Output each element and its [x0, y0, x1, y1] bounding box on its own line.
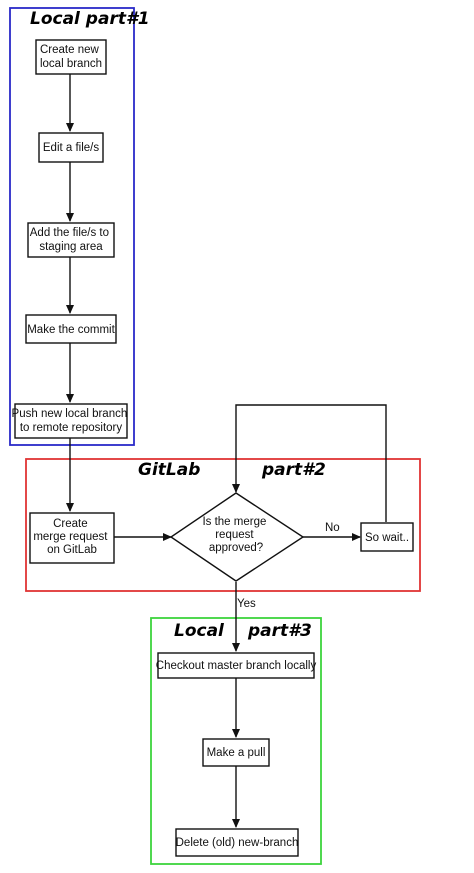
node-push-label: Push new local branch to remote reposito… [12, 408, 131, 434]
part3-title: part#3 [247, 621, 312, 641]
edges [66, 74, 387, 828]
part2-title: part#2 [261, 460, 326, 480]
local-part1-title: Local part#1 [30, 9, 150, 29]
node-delete-label: Delete (old) new-branch [176, 837, 299, 849]
node-pull: Make a pull [202, 738, 270, 767]
node-commit: Make the commit [25, 314, 117, 344]
yes-edge-label: Yes [237, 598, 256, 610]
node-add-staging-label: Add the file/s to staging area [30, 227, 112, 253]
node-create-branch: Create new local branch [35, 39, 107, 75]
node-merge-request-label: Create merge request on GitLab [33, 518, 110, 556]
node-decision-label: Is the merge request approved? [202, 516, 269, 554]
node-wait-label: So wait.. [365, 532, 409, 544]
node-push: Push new local branch to remote reposito… [12, 403, 131, 439]
node-merge-request: Create merge request on GitLab [29, 512, 115, 564]
local-part1-frame [9, 7, 135, 446]
node-wait: So wait.. [360, 522, 414, 552]
node-create-branch-label: Create new local branch [40, 44, 102, 70]
node-edit-files-label: Edit a file/s [43, 142, 99, 154]
no-edge-label: No [325, 522, 340, 534]
node-decision: Is the merge request approved? [169, 492, 305, 582]
node-checkout: Checkout master branch locally [156, 652, 317, 679]
node-add-staging: Add the file/s to staging area [27, 222, 115, 258]
gitlab-part2-frame [25, 458, 421, 592]
local-part3-label: Local [174, 621, 225, 641]
node-edit-files: Edit a file/s [38, 132, 104, 163]
edge-wait-loop-back [232, 404, 387, 522]
node-checkout-label: Checkout master branch locally [156, 660, 317, 672]
node-pull-label: Make a pull [207, 747, 266, 759]
node-commit-label: Make the commit [27, 324, 115, 336]
gitlab-title: GitLab [138, 460, 200, 480]
node-delete: Delete (old) new-branch [175, 828, 299, 857]
